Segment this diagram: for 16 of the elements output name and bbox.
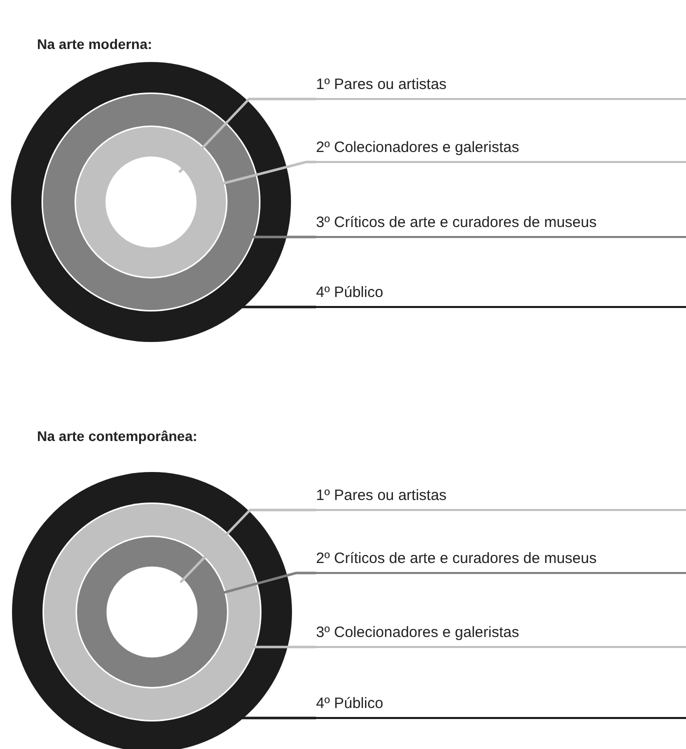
ring-label: 3º Críticos de arte e curadores de museus <box>316 213 686 238</box>
ring-label: 4º Público <box>316 694 686 719</box>
leader-line <box>251 646 316 648</box>
leader-line <box>180 508 316 584</box>
ring-label: 2º Colecionadores e galeristas <box>316 138 686 163</box>
leader-line <box>250 236 316 238</box>
ring-label: 1º Pares ou artistas <box>316 486 686 511</box>
ring-label: 1º Pares ou artistas <box>316 75 686 100</box>
leader-line <box>240 716 316 720</box>
ring-label: 4º Público <box>316 283 686 308</box>
ring-label: 3º Colecionadores e galeristas <box>316 623 686 648</box>
leader-line <box>240 306 316 308</box>
section-heading: Na arte contemporânea: <box>37 428 198 444</box>
leader-line <box>178 98 316 174</box>
section-heading: Na arte moderna: <box>37 36 152 52</box>
ring-label: 2º Críticos de arte e curadores de museus <box>316 549 686 574</box>
